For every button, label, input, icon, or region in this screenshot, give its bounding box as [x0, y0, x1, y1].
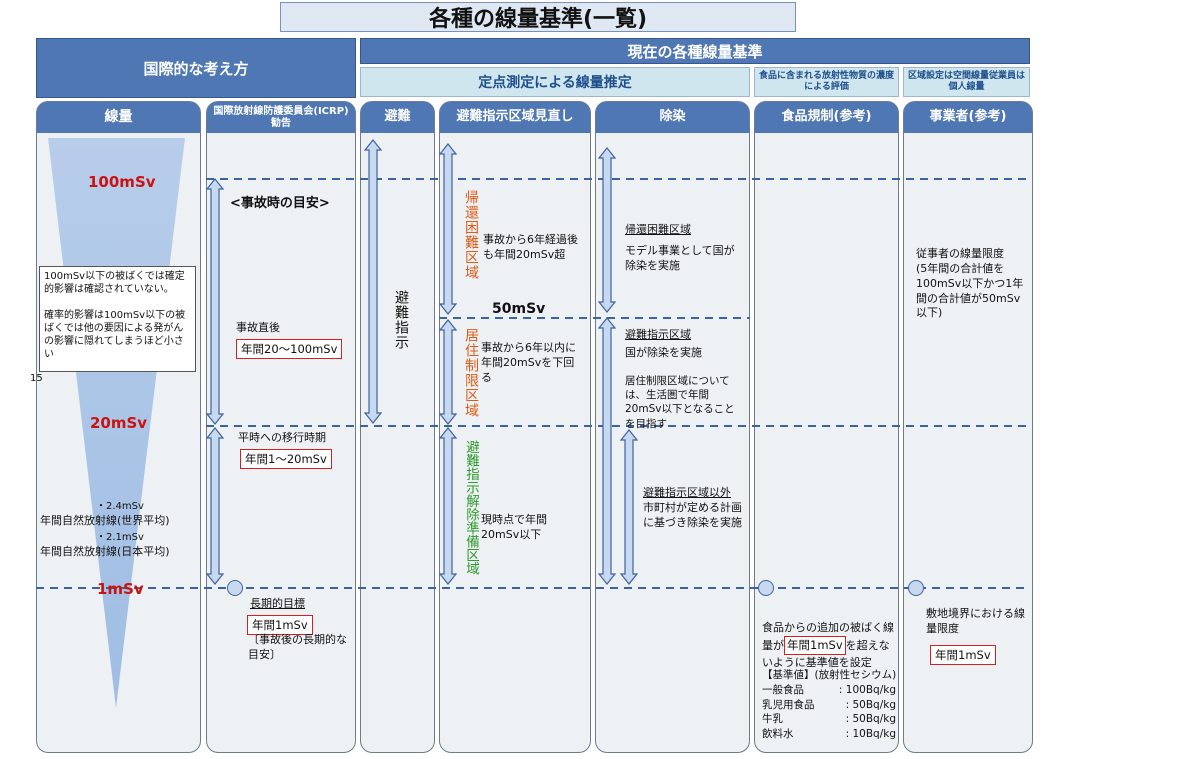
- dose-label-1msv: 1mSv: [97, 580, 144, 598]
- header-current-standards: 現在の各種線量基準: [360, 38, 1030, 64]
- food-standard-title: 【基準値】(放射性セシウム): [762, 669, 897, 681]
- header-zone-eval: 区域設定は空間線量従業員は個人線量: [903, 67, 1030, 97]
- food-standard-row: 飲料水 : 10Bq/kg: [762, 727, 896, 742]
- header-international: 国際的な考え方: [36, 38, 356, 98]
- food-value: 年間1mSv: [784, 635, 846, 655]
- dose-label-50msv: 50mSv: [492, 301, 546, 317]
- food-item-value: : 50Bq/kg: [845, 698, 896, 711]
- column-head-worker: 事業者(参考): [904, 102, 1032, 133]
- arrow-decon-zone2: [597, 317, 617, 585]
- icrp-immediate-value: 年間20〜100mSv: [236, 339, 343, 359]
- review-zone2-name: 居住制限区域: [463, 328, 479, 418]
- nat-japan-label: 年間自然放射線(日本平均): [40, 545, 170, 558]
- column-head-food: 食品規制(参考): [755, 102, 898, 133]
- arrow-review-zone1: [438, 143, 458, 315]
- arrow-evacuation: [363, 139, 383, 424]
- review-zone1-text: 事故から6年経過後も年間20mSv超: [483, 233, 578, 261]
- food-item-value: : 50Bq/kg: [845, 713, 896, 726]
- decon-zone2-text2: 居住制限区域については、生活圏で年間20mSv以下となることを目指す: [625, 375, 735, 430]
- dose-label-20msv: 20mSv: [90, 414, 148, 432]
- decon-zone2-title: 避難指示区域: [625, 328, 691, 341]
- food-standard-row: 乳児用食品 : 50Bq/kg: [762, 698, 896, 713]
- icrp-longterm-note: 〔事故後の長期的な目安〕: [248, 633, 347, 661]
- icrp-immediate-label: 事故直後: [236, 321, 280, 334]
- worker-boundary-text: 敷地境界における線量限度: [926, 607, 1025, 635]
- header-food-eval: 食品に含まれる放射性物質の濃度による評価: [754, 67, 899, 97]
- column-head-decontamination: 除染: [596, 102, 749, 133]
- food-item-name: 一般食品: [762, 684, 804, 696]
- review-zone2-text: 事故から6年以内に年間20mSvを下回る: [481, 341, 576, 384]
- food-item-name: 乳児用食品: [762, 698, 815, 711]
- food-standard-list: 一般食品 : 100Bq/kg 乳児用食品 : 50Bq/kg 牛乳 : 50Bq/k…: [762, 683, 896, 742]
- food-item-name: 牛乳: [762, 713, 783, 726]
- page-title: 各種の線量基準(一覧): [280, 2, 796, 32]
- food-text-a: 食品からの追加の被ばく線量が: [762, 620, 894, 652]
- icrp-emergency-label: <事故時の目安>: [230, 196, 330, 211]
- food-item-value: : 100Bq/kg: [838, 684, 896, 696]
- decon-zone1-text: モデル事業として国が除染を実施: [625, 244, 735, 272]
- column-head-evacuation: 避難: [361, 102, 434, 133]
- icrp-1msv-marker: [227, 580, 243, 596]
- column-head-dose: 線量: [37, 102, 200, 133]
- arrow-decon-zone3: [619, 429, 639, 585]
- arrow-decon-zone1: [597, 147, 617, 313]
- icrp-longterm-label: 長期的目標: [250, 597, 305, 610]
- dose-note-box: 100mSv以下の被ばくでは確定的影響は確認されていない。 確率的影響は100m…: [39, 266, 196, 372]
- food-text-b: を超えないように基準値を設定: [762, 638, 890, 669]
- decon-zone3-title: 避難指示区域以外: [643, 486, 731, 499]
- evacuation-order-label: 避難指示: [393, 290, 409, 350]
- decon-zone3-text: 市町村が定める計画に基づき除染を実施: [643, 501, 742, 529]
- column-head-icrp: 国際放射線防護委員会(ICRP)勧告: [207, 102, 355, 133]
- arrow-icrp-upper: [205, 178, 225, 425]
- food-1msv-marker: [758, 580, 774, 596]
- food-item-name: 飲料水: [762, 728, 794, 741]
- icrp-longterm-value: 年間1mSv: [247, 615, 313, 635]
- food-item-value: : 10Bq/kg: [845, 728, 896, 741]
- nat-japan-value: ・2.1mSv: [96, 532, 144, 543]
- worker-limit-text: 従事者の線量限度 (5年間の合計値を100mSv以下かつ1年間の合計値が50mS…: [916, 247, 1024, 320]
- column-head-zone-review: 避難指示区域見直し: [440, 102, 590, 133]
- review-zone3-text: 現時点で年間20mSv以下: [481, 513, 547, 541]
- nat-world-value: ・2.4mSv: [96, 501, 144, 512]
- header-fixed-point: 定点測定による線量推定: [360, 67, 750, 97]
- food-standard-row: 牛乳 : 50Bq/kg: [762, 712, 896, 727]
- food-standard-row: 一般食品 : 100Bq/kg: [762, 683, 896, 698]
- worker-boundary-value: 年間1mSv: [930, 645, 996, 665]
- dose-label-100msv: 100mSv: [88, 173, 156, 191]
- nat-world-label: 年間自然放射線(世界平均): [40, 514, 170, 527]
- decon-zone2-text: 国が除染を実施: [625, 346, 702, 359]
- review-zone3-name: 避難指示解除準備区域: [463, 440, 479, 575]
- arrow-review-zone2: [438, 319, 458, 425]
- arrow-icrp-lower: [205, 427, 225, 585]
- page-number: 15: [30, 373, 43, 384]
- icrp-transition-value: 年間1〜20mSv: [240, 449, 332, 469]
- icrp-transition-label: 平時への移行時期: [238, 431, 326, 444]
- decon-zone1-title: 帰還困難区域: [625, 223, 691, 236]
- arrow-review-zone3: [438, 427, 458, 585]
- worker-1msv-marker: [908, 580, 924, 596]
- review-zone1-name: 帰還困難区域: [463, 190, 479, 280]
